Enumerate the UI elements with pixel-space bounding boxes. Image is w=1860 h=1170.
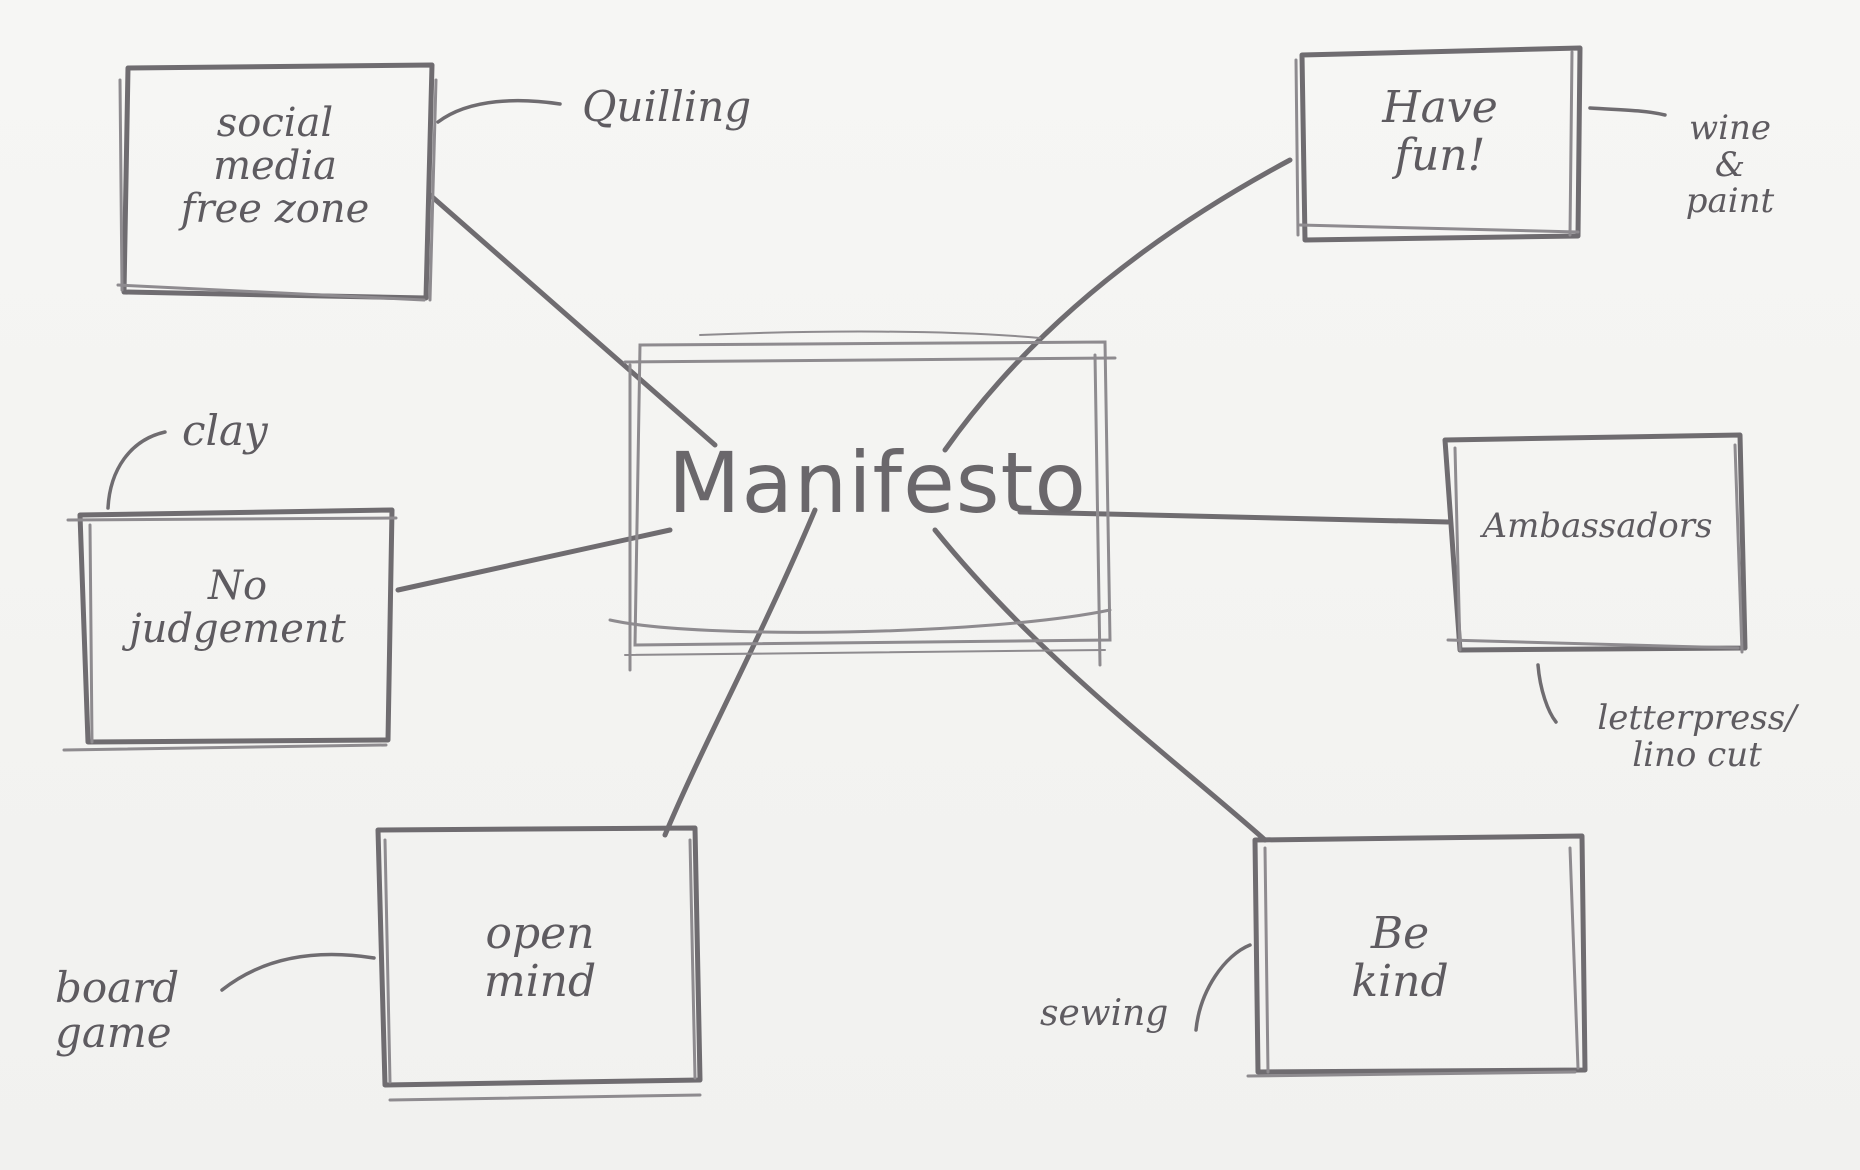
leader-sewing (1194, 943, 1252, 1032)
manifesto-title: Manifesto (668, 434, 1087, 532)
manifesto-box (608, 330, 1117, 672)
note-board-game: board game (55, 963, 180, 1058)
note-leader-lines (106, 98, 1667, 1032)
leader-letterpress (1536, 663, 1558, 724)
leader-wine-paint (1588, 106, 1667, 117)
connector-have-fun (942, 157, 1293, 453)
connector-ambassadors (1017, 509, 1451, 525)
note-quilling: Quilling (582, 82, 752, 131)
leader-board-game (220, 952, 376, 992)
leader-quilling (436, 98, 562, 124)
box-ambassadors-label: Ambassadors (1482, 506, 1713, 546)
note-clay: clay (182, 406, 268, 455)
connector-social-media (427, 192, 718, 448)
box-social-media-label: social media free zone (180, 100, 370, 233)
box-ambassadors-outline (1442, 432, 1748, 654)
box-have-fun-label: Have fun! (1382, 82, 1498, 181)
note-wine-paint: wine & paint (1685, 108, 1775, 222)
box-be-kind-outline (1246, 833, 1588, 1078)
connector-open-mind (662, 507, 818, 838)
leader-clay (106, 430, 167, 510)
note-sewing: sewing (1040, 993, 1169, 1034)
note-letterpress: letterpress/ lino cut (1597, 698, 1797, 775)
box-no-judgement-label: No judgement (129, 563, 346, 653)
box-be-kind-label: Be kind (1351, 908, 1449, 1007)
box-have-fun-outline (1294, 45, 1583, 243)
connector-lines (395, 157, 1451, 843)
connector-be-kind (932, 527, 1268, 843)
box-social-media-outline (116, 62, 438, 302)
connector-no-judgement (395, 527, 673, 593)
box-no-judgement-outline (62, 507, 398, 752)
box-open-mind-outline (375, 825, 703, 1102)
box-open-mind-label: open mind (483, 908, 597, 1007)
